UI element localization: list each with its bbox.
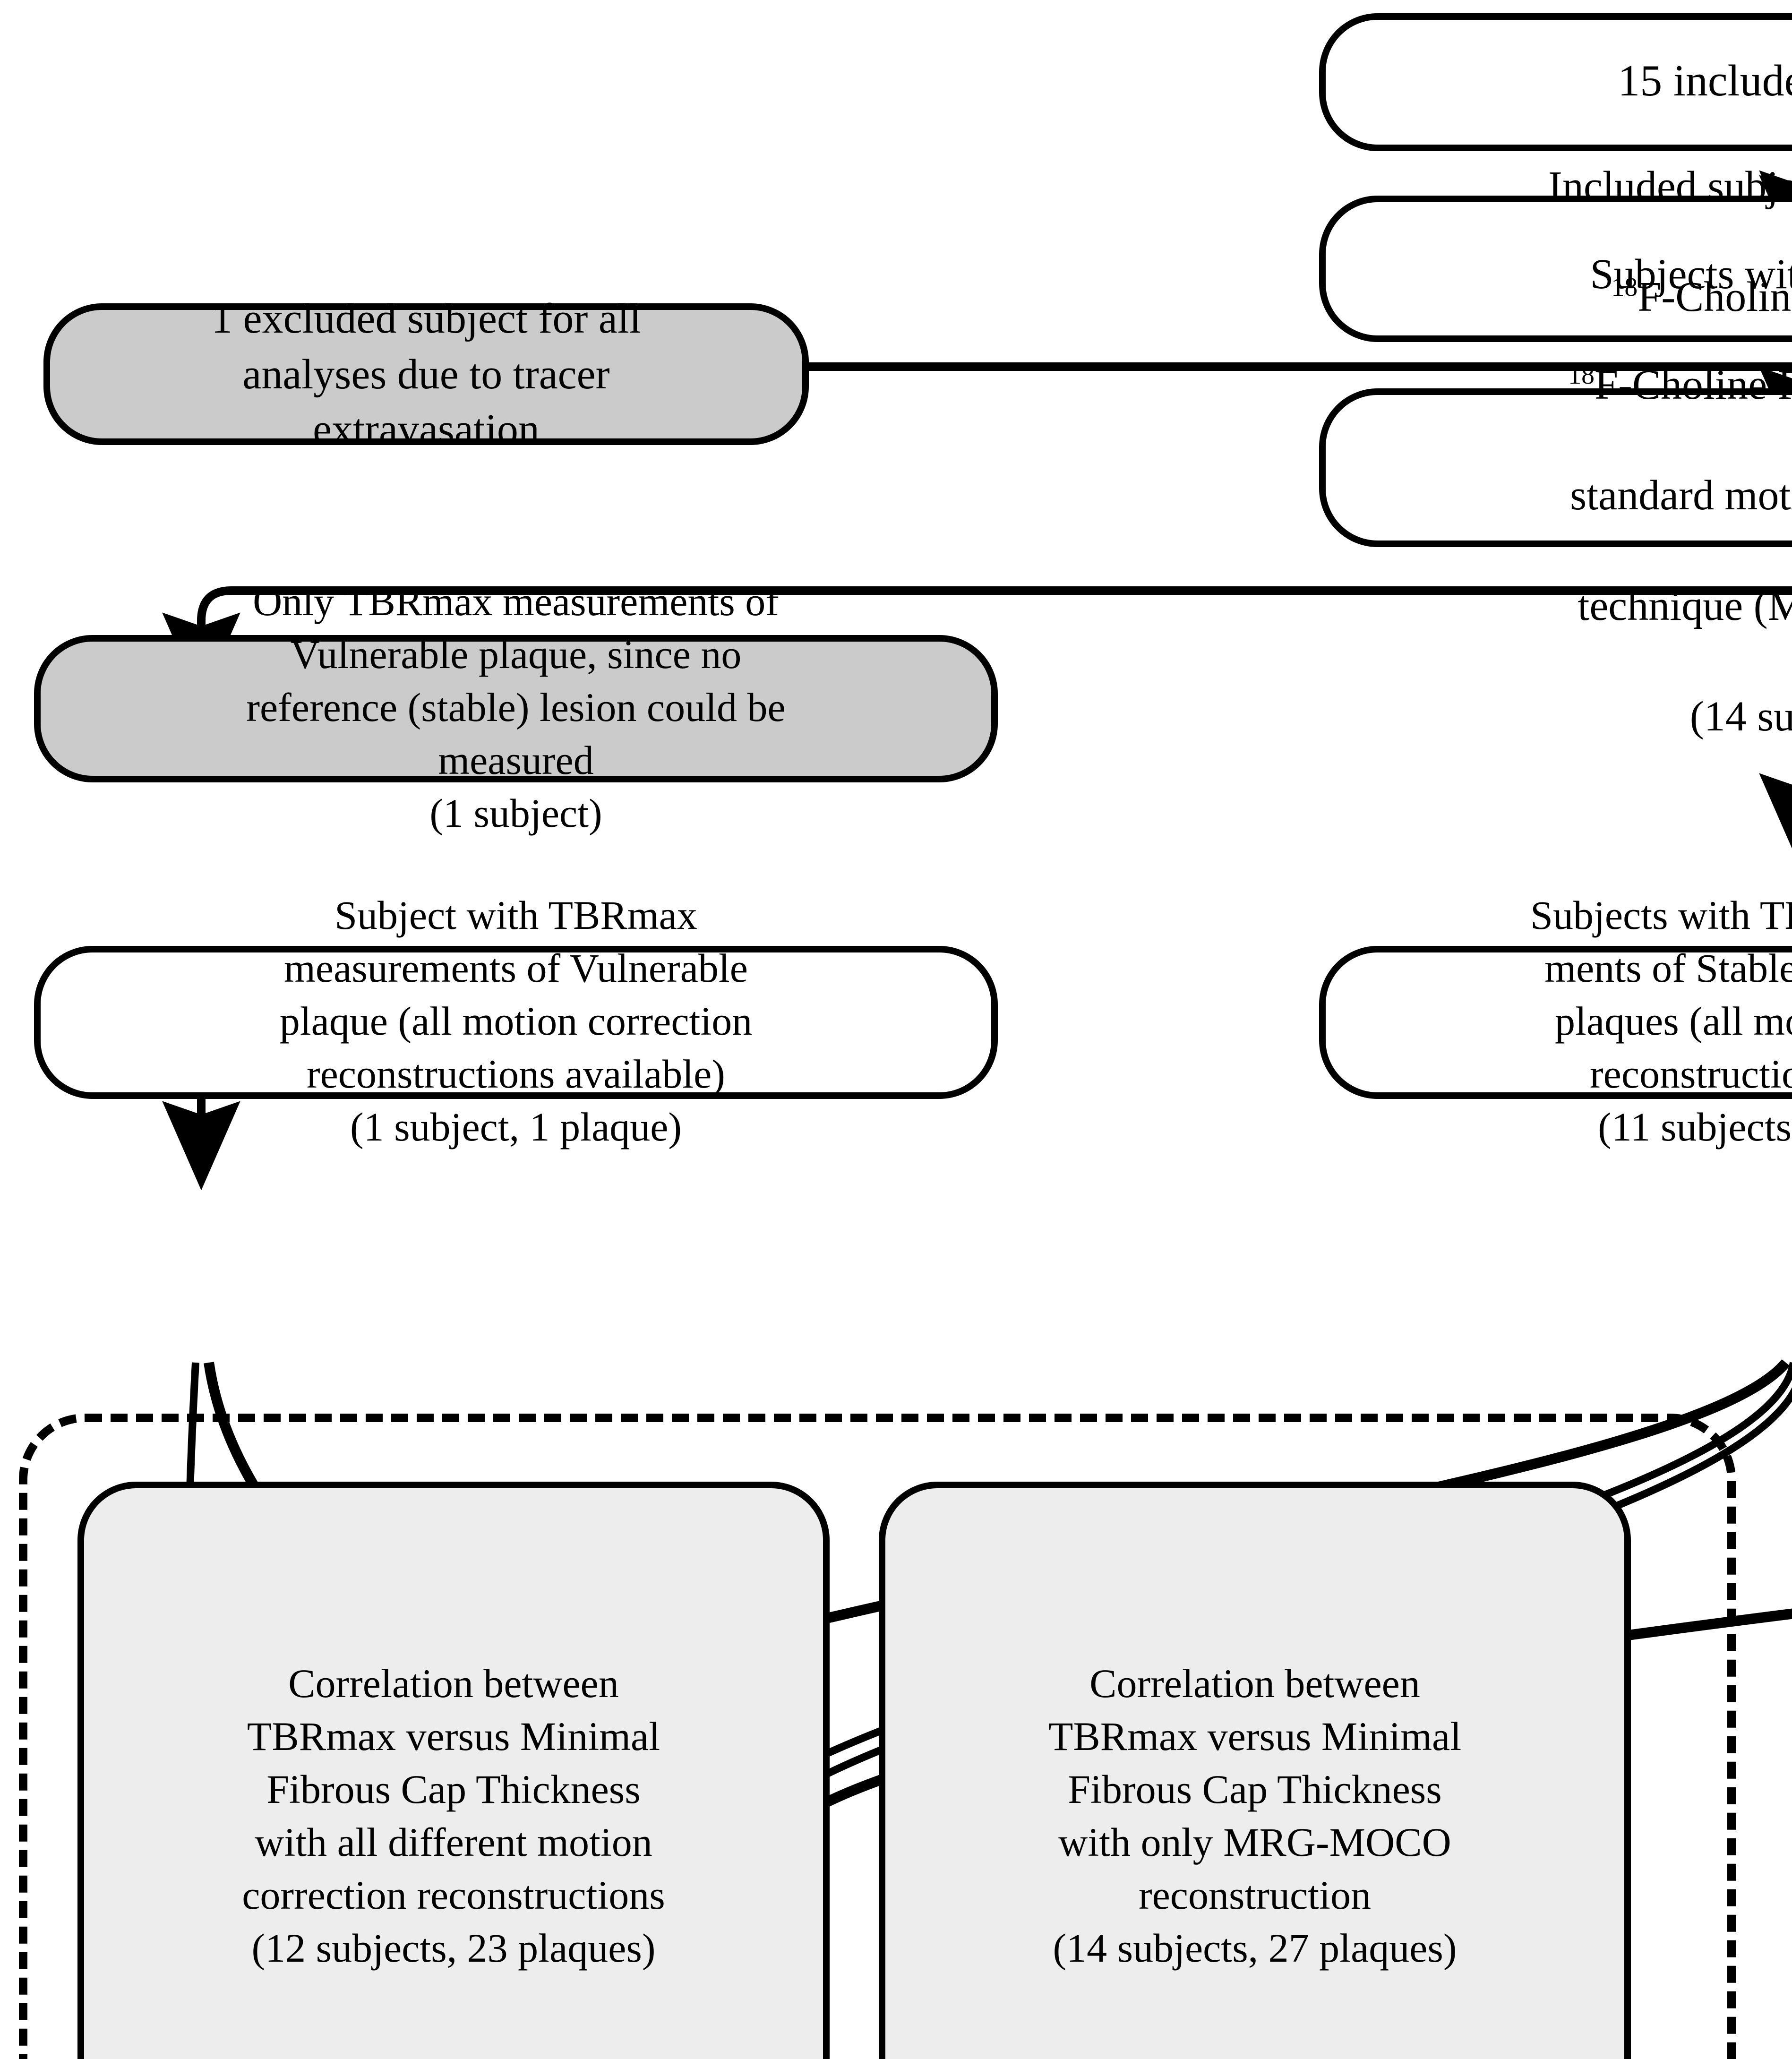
completed-line1: Subjects with completed	[1590, 250, 1792, 298]
node-subjects-stable-vuln-all-label: Subjects with TBRmax measure- ments of S…	[1530, 894, 1792, 1150]
completed-line3: standard motion correction	[1570, 472, 1792, 519]
node-corr-mrg-only-label: Correlation between TBRmax versus Minima…	[1048, 1662, 1462, 1971]
node-corr-all-recon[interactable]: Correlation between TBRmax versus Minima…	[77, 1482, 830, 2059]
node-planned-petmri[interactable]: Included subjects planned for 18F-Cholin…	[1319, 162, 1792, 430]
node-only-vulnerable[interactable]: Only TBRmax measurements of Vulnerable p…	[34, 581, 998, 836]
planned-line1: Included subjects planned for	[1548, 162, 1792, 209]
node-subject-vuln-all[interactable]: Subject with TBRmax measurements of Vuln…	[34, 894, 998, 1150]
node-included-subjects-label: 15 included subjects	[1618, 57, 1792, 106]
planned-isotope: 18	[1611, 273, 1638, 302]
node-corr-all-recon-label: Correlation between TBRmax versus Minima…	[242, 1662, 665, 1971]
node-excluded-tracer-label: 1 excluded subject for all analyses due …	[211, 295, 641, 453]
node-subject-vuln-all-label: Subject with TBRmax measurements of Vuln…	[279, 894, 753, 1150]
completed-line4: technique (MRG-MOCO)	[1578, 582, 1792, 629]
node-only-vulnerable-label: Only TBRmax measurements of Vulnerable p…	[246, 580, 786, 836]
node-excluded-tracer[interactable]: 1 excluded subject for all analyses due …	[43, 295, 809, 453]
completed-line5: (14 subjects)	[1689, 693, 1792, 740]
node-corr-mrg-only[interactable]: Correlation between TBRmax versus Minima…	[879, 1482, 1631, 2059]
planned-line2: F-Choline PET-MRI	[1638, 273, 1792, 320]
node-included-subjects[interactable]: 15 included subjects	[1319, 13, 1792, 151]
node-completed-mrgmoco[interactable]: Subjects with completed 18F-Choline PET-…	[1319, 250, 1792, 740]
node-completed-mrgmoco-text: Subjects with completed 18F-Choline PET-…	[1326, 191, 1792, 744]
completed-line2: F-Choline PET-MRI with	[1595, 361, 1792, 408]
node-subjects-stable-vuln-all[interactable]: Subjects with TBRmax measure- ments of S…	[1319, 894, 1792, 1150]
completed-isotope: 18	[1568, 361, 1595, 390]
